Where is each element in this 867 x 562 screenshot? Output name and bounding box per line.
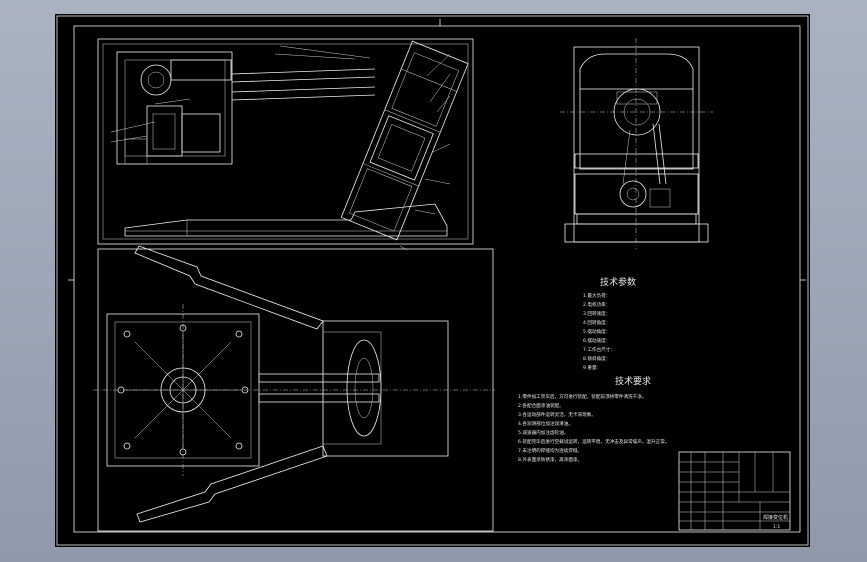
tech-requirement-line: 2.各配合面涂油装配。 [518, 402, 564, 409]
tech-param-line: 9.重量： [583, 364, 601, 371]
title-block: 焊接变位机 1:1 [678, 451, 791, 531]
tech-requirement-line: 7.未注明的焊缝均为连续焊缝。 [518, 447, 582, 454]
front-view [97, 38, 474, 251]
tech-param-line: 3.回转速度： [583, 310, 610, 317]
drawing-title: 焊接变位机 [763, 514, 788, 521]
tech-requirement-line: 5.减速器内加注齿轮油。 [518, 429, 568, 436]
tech-requirement-line: 1.零件加工完毕后，方可进行装配，装配前须将零件清洗干净。 [518, 393, 646, 400]
tech-param-line: 7.工作台尺寸： [583, 346, 615, 353]
tech-requirement-line: 6.装配完毕后进行空载试运转，运转平稳，无冲击及异常噪声，温升正常。 [518, 438, 669, 445]
tech-param-line: 8.倾斜角度： [583, 355, 610, 362]
tech-param-line: 5.摆动角度： [583, 328, 610, 335]
tech-requirement-line: 3.各运动部件运转灵活，无卡滞现象。 [518, 411, 596, 418]
tech-param-line: 4.回转角度： [583, 319, 610, 326]
inner-border [73, 25, 801, 533]
tech-param-line: 6.摆动速度： [583, 337, 610, 344]
plan-view [93, 245, 495, 532]
drawing-scale: 1:1 [773, 524, 780, 530]
tech-params-title: 技术参数 [600, 276, 636, 288]
tech-requirement-line: 8.外表面涂防锈漆，再涂面漆。 [518, 456, 582, 463]
tech-param-line: 2.电机功率： [583, 301, 610, 308]
cad-drawing: 技术参数 1.最大负荷： 2.电机功率： 3.回转速度： 4.回转角度： 5.摆… [56, 15, 809, 546]
tech-params-block: 技术参数 1.最大负荷： 2.电机功率： 3.回转速度： 4.回转角度： 5.摆… [583, 276, 636, 371]
drawing-sheet: 技术参数 1.最大负荷： 2.电机功率： 3.回转速度： 4.回转角度： 5.摆… [55, 14, 810, 547]
tech-requirements-block: 技术要求 1.零件加工完毕后，方可进行装配，装配前须将零件清洗干净。 2.各配合… [518, 375, 669, 463]
side-view [560, 38, 713, 249]
tech-param-line: 1.最大负荷： [583, 292, 610, 299]
tech-requirements-title: 技术要求 [615, 375, 651, 387]
tech-requirement-line: 4.各润滑部位加注润滑油。 [518, 420, 573, 427]
outer-border [56, 15, 809, 546]
